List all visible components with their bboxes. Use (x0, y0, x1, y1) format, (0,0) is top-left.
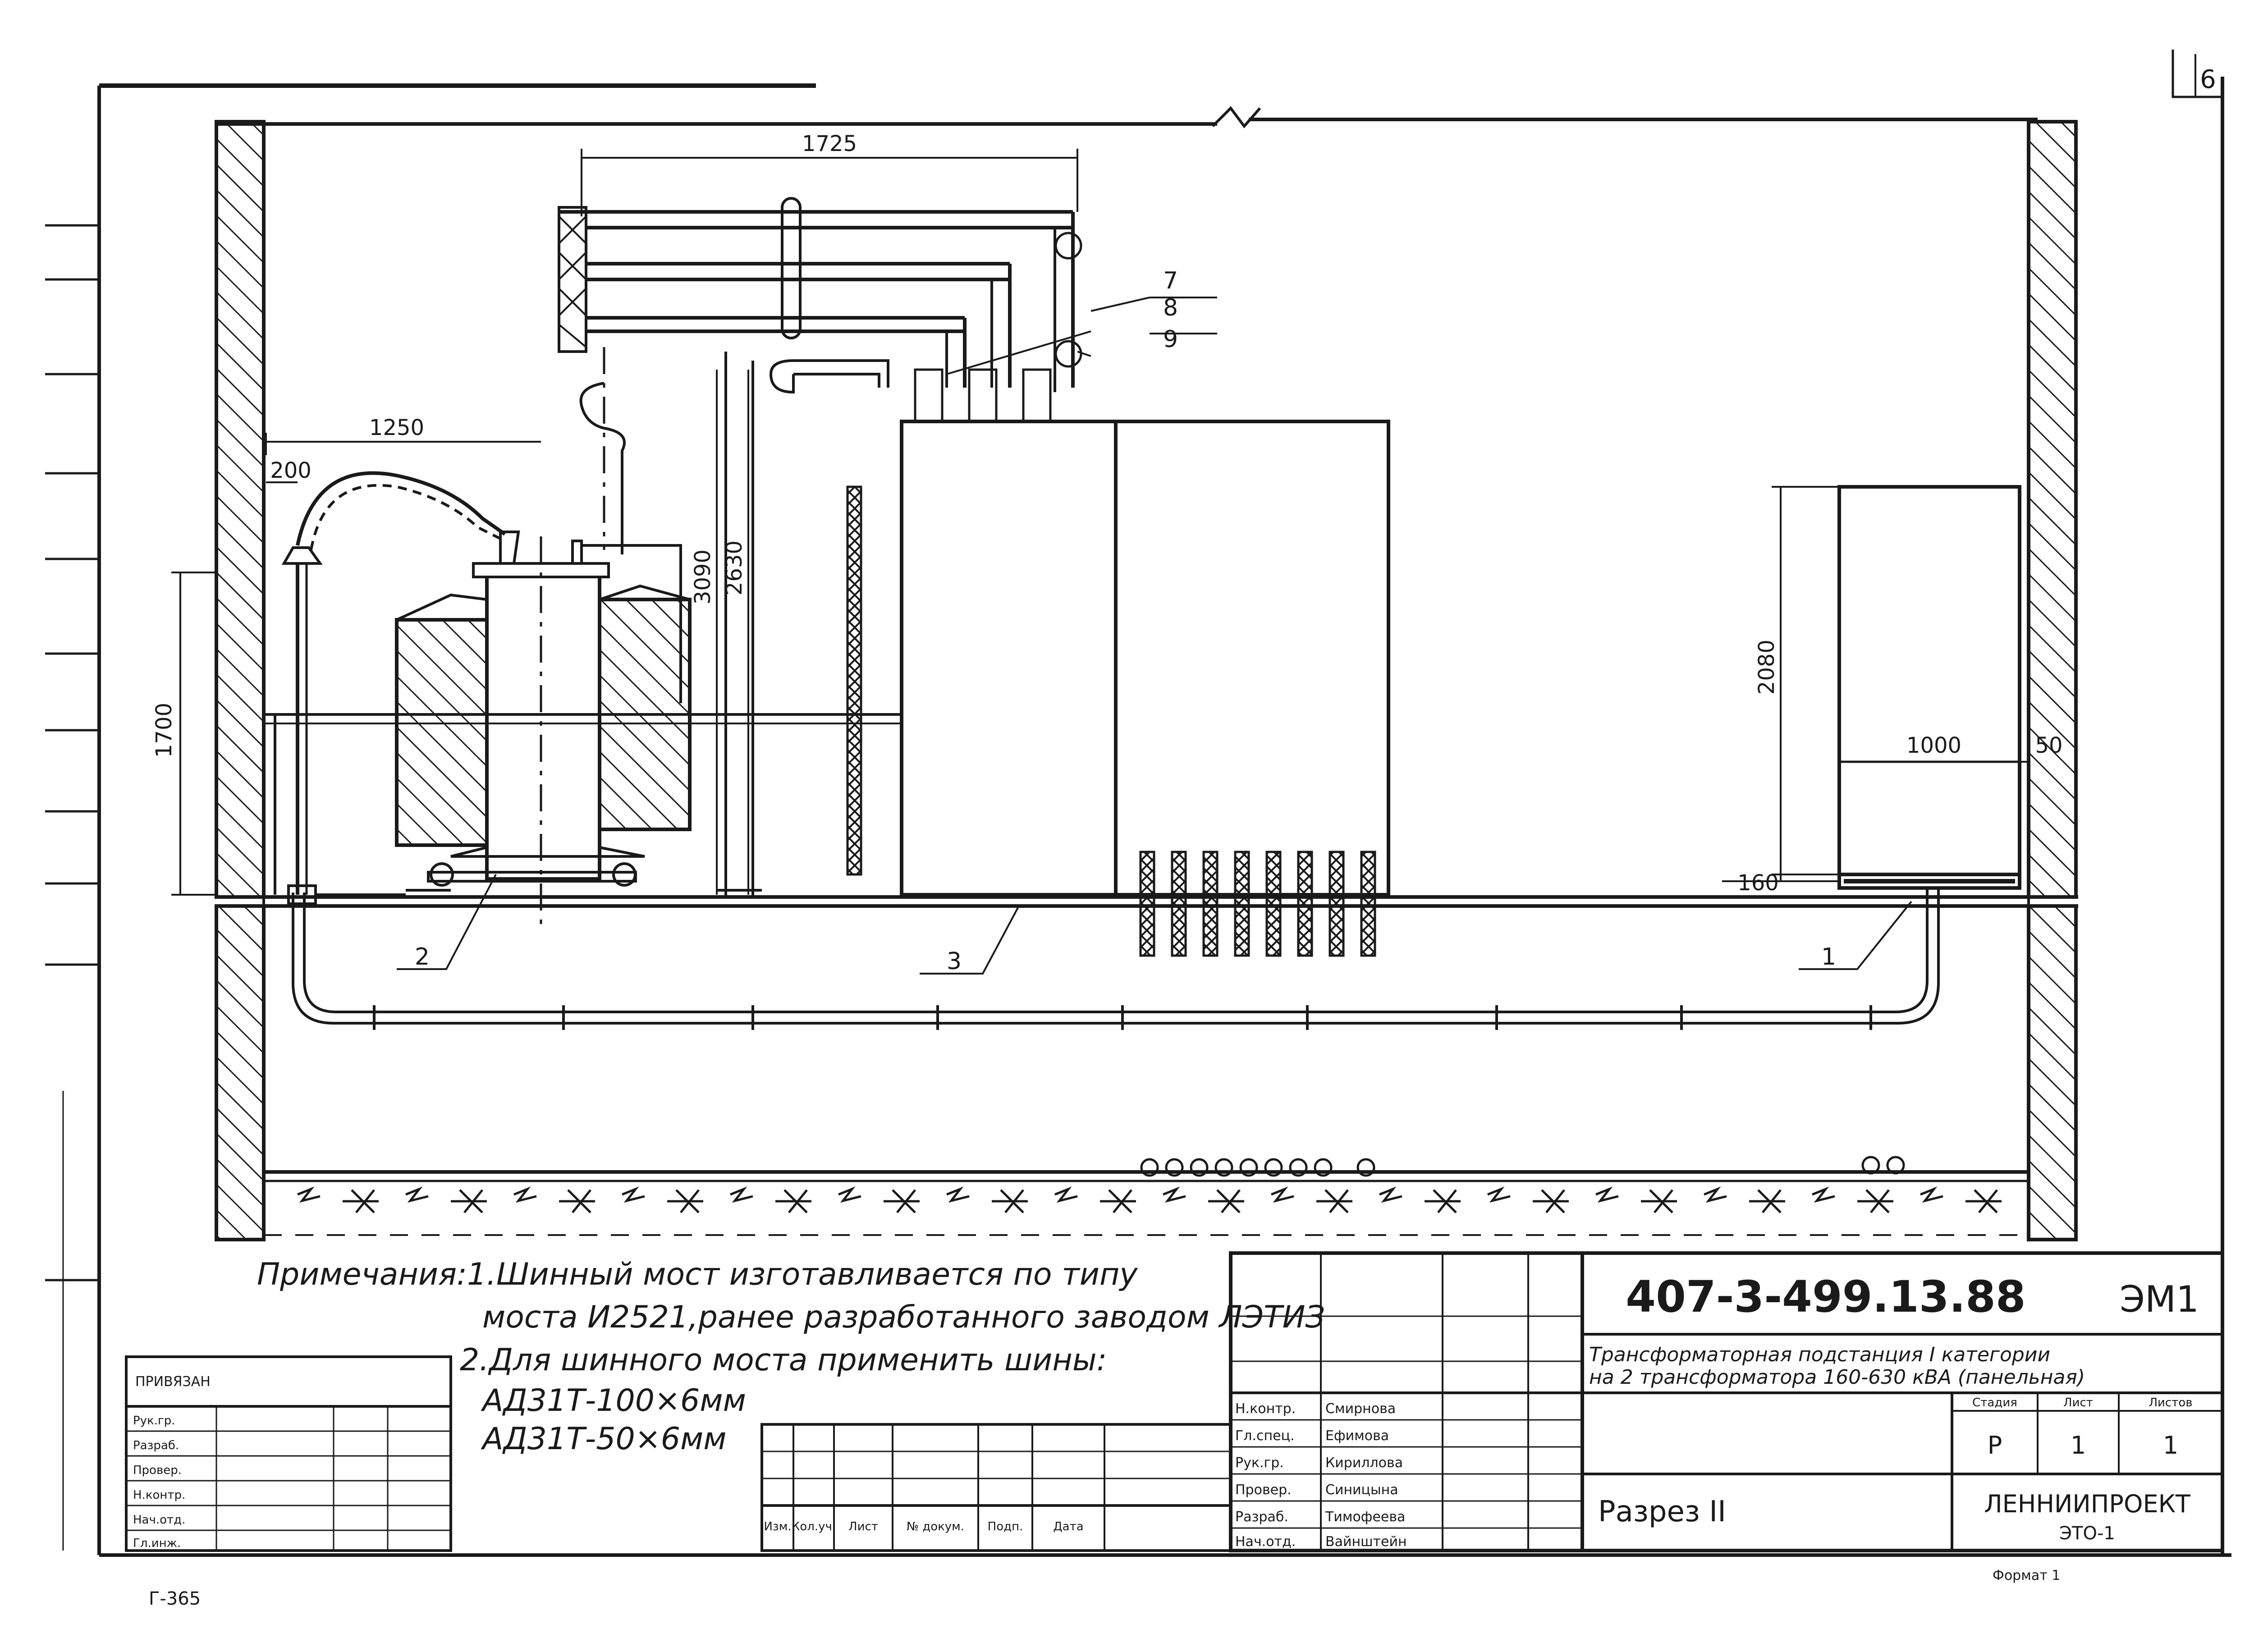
stage-label: Стадия (1972, 1396, 2017, 1409)
org-dept: ЭТО-1 (2059, 1523, 2115, 1544)
callout-9: 9 (1163, 326, 1178, 353)
cable-pipes (1140, 1156, 1905, 1177)
dim-1700: 1700 (151, 703, 177, 758)
rev-col-6: Дата (1053, 1520, 1083, 1533)
sig-name-3: Кириллова (1325, 1455, 1403, 1471)
note-line-1: Примечания:1.Шинный мост изготавливается… (257, 1257, 1138, 1292)
callout-8: 8 (1163, 294, 1178, 321)
hv-flexible-cable (281, 471, 506, 895)
sig-name-5: Тимофеева (1325, 1509, 1405, 1525)
dim-2080: 2080 (1754, 640, 1779, 695)
section-name: Разрез II (1598, 1495, 1726, 1528)
note-line-4: АД31Т-100×6мм (481, 1383, 746, 1419)
sheet-value: 1 (2071, 1431, 2086, 1460)
earthing-conductor (292, 883, 1940, 1025)
page-number: 6 (2200, 65, 2216, 94)
callout-7: 7 (1163, 267, 1178, 294)
binding-row-1: Рук.гр. (133, 1414, 175, 1428)
dim-1250: 1250 (369, 415, 424, 440)
rev-col-1: Изм. (764, 1520, 791, 1533)
sheet-label: Лист (2063, 1396, 2093, 1409)
right-wall (2027, 120, 2078, 899)
callout-1: 1 (1821, 943, 1836, 970)
note-line-5: АД31Т-50×6мм (481, 1421, 727, 1457)
binding-row-2: Разраб. (133, 1439, 179, 1452)
binding-box (125, 1355, 452, 1552)
dim-3090: 3090 (690, 549, 715, 604)
sig-name-6: Вайнштейн (1325, 1534, 1407, 1550)
right-foundation-wall (2027, 904, 2078, 1241)
sig-role-4: Провер. (1235, 1482, 1292, 1498)
left-wall (215, 120, 266, 899)
drawing-code: 407-3-499.13.88 (1626, 1272, 2025, 1322)
lv-panel (1837, 485, 2021, 890)
power-transformer (395, 531, 692, 929)
callout-2: 2 (415, 943, 430, 970)
switchgear-cabinets (900, 420, 1390, 957)
dim-50: 50 (2035, 733, 2062, 758)
note-line-2: моста И2521,ранее разработанного заводом… (482, 1300, 1325, 1335)
dim-1725: 1725 (802, 131, 857, 156)
busbar-bridge (558, 197, 1082, 554)
dimension-lines (171, 149, 2029, 896)
binding-row-3: Провер. (133, 1464, 182, 1477)
sig-name-4: Синицына (1325, 1482, 1398, 1498)
room-ceiling (216, 106, 2038, 128)
sheet-code: ЭМ1 (2120, 1278, 2199, 1320)
left-margin-ticks (45, 224, 99, 1551)
rev-col-4: № докум. (907, 1520, 964, 1533)
binding-row-4: Н.контр. (133, 1488, 185, 1502)
sig-role-1: Н.контр. (1235, 1401, 1296, 1417)
stage-value: Р (1988, 1431, 2002, 1460)
sig-name-2: Ефимова (1325, 1428, 1389, 1444)
note-line-3: 2.Для шинного моста применить шины: (460, 1342, 1107, 1378)
rev-col-2: Кол.уч. (792, 1520, 836, 1533)
dim-1000: 1000 (1906, 733, 1961, 758)
vertical-rails (717, 352, 862, 897)
sig-role-5: Разраб. (1235, 1509, 1288, 1525)
sig-role-2: Гл.спец. (1235, 1428, 1295, 1444)
description-line-2: на 2 трансформатора 160-630 кВА (панельн… (1589, 1366, 2085, 1389)
binding-row-5: Нач.отд. (133, 1513, 185, 1527)
org-name: ЛЕННИИПРОЕКТ (1984, 1490, 2191, 1518)
description-line-1: Трансформаторная подстанция I категории (1589, 1343, 2050, 1366)
callout-leaders (397, 297, 1912, 975)
left-foundation-wall (215, 904, 266, 1241)
title-block (1581, 1251, 2224, 1552)
sig-role-6: Нач.отд. (1235, 1534, 1296, 1550)
earthing-clamps (373, 1005, 1872, 1030)
callout-3: 3 (947, 948, 962, 975)
rev-col-5: Подп. (988, 1520, 1023, 1533)
sheets-label: Листов (2149, 1396, 2192, 1409)
archive-stamp: Г-365 (149, 1588, 201, 1609)
support-frame (264, 713, 902, 905)
ground-hatch (297, 1186, 2002, 1213)
binding-row-6: Гл.инж. (133, 1537, 181, 1550)
binding-header: ПРИВЯЗАН (135, 1374, 211, 1390)
sheets-value: 1 (2163, 1431, 2178, 1460)
sig-role-3: Рук.гр. (1235, 1455, 1284, 1471)
dim-200: 200 (270, 458, 312, 483)
format-label: Формат 1 (1993, 1568, 2060, 1583)
dim-160: 160 (1737, 870, 1779, 896)
rev-col-3: Лист (848, 1520, 878, 1533)
sig-name-1: Смирнова (1325, 1401, 1396, 1417)
dim-2630: 2630 (722, 540, 747, 595)
